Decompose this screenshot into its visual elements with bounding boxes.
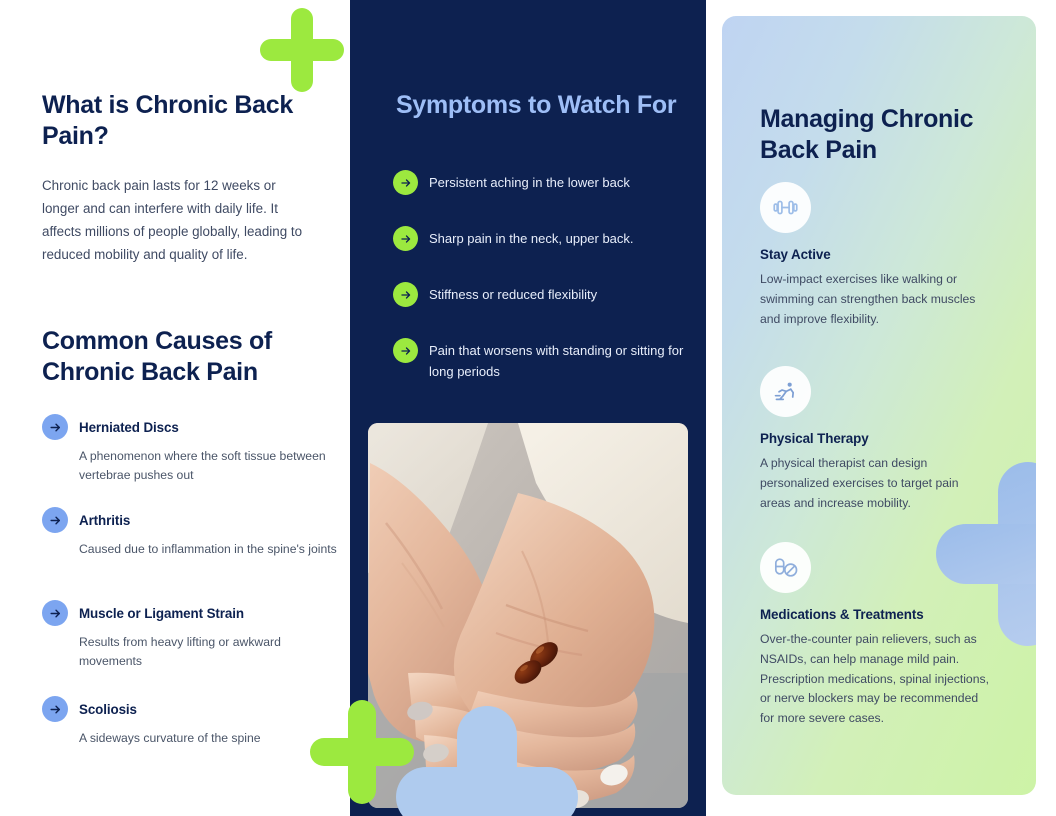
hands-holding-pills-photo [368, 423, 688, 808]
list-item-symptom: Persistent aching in the lower back [393, 170, 693, 195]
section-title-common-causes: Common Causes of Chronic Back Pain [42, 327, 272, 386]
cause-header: Muscle or Ligament Strain [42, 600, 332, 626]
plus-icon [260, 8, 344, 92]
arrow-right-icon [42, 600, 68, 626]
tip-description: Low-impact exercises like walking or swi… [760, 272, 976, 326]
dumbbell-icon [760, 182, 811, 233]
tip-description: Over-the-counter pain relievers, such as… [760, 632, 989, 726]
tip-title: Physical Therapy [760, 431, 869, 446]
list-item-symptom: Stiffness or reduced flexibility [393, 282, 693, 307]
plus-horizontal-bar [310, 738, 414, 766]
cause-title: Muscle or Ligament Strain [79, 605, 244, 621]
cause-description: Results from heavy lifting or awkward mo… [79, 635, 281, 668]
right-column-card: Managing Chronic Back Pain Stay Active L… [722, 16, 1036, 795]
cause-description: A sideways curvature of the spine [79, 731, 261, 745]
middle-column: Symptoms to Watch For Persistent aching … [350, 0, 706, 816]
symptom-text: Stiffness or reduced flexibility [429, 287, 598, 302]
symptom-text: Persistent aching in the lower back [429, 175, 630, 190]
cause-header: Scoliosis [42, 696, 332, 722]
cause-header: Arthritis [42, 507, 332, 533]
pills-icon [760, 542, 811, 593]
symptom-text: Pain that worsens with standing or sitti… [429, 343, 684, 380]
arrow-right-icon [42, 414, 68, 440]
cause-title: Arthritis [79, 512, 131, 528]
plus-horizontal-bar [396, 767, 578, 816]
cause-header: Herniated Discs [42, 414, 332, 440]
plus-horizontal-bar [260, 39, 344, 61]
tip-title: Medications & Treatments [760, 607, 924, 622]
list-item-cause: Herniated Discs A phenomenon where the s… [42, 414, 332, 484]
list-item-tip: Medications & Treatments Over-the-counte… [760, 542, 992, 729]
arrow-right-icon [393, 338, 418, 363]
arrow-right-icon [42, 696, 68, 722]
list-item-symptom: Sharp pain in the neck, upper back. [393, 226, 693, 251]
arrow-right-icon [42, 507, 68, 533]
cause-description: A phenomenon where the soft tissue betwe… [79, 449, 326, 482]
arrow-right-icon [393, 282, 418, 307]
symptom-text: Sharp pain in the neck, upper back. [429, 231, 634, 246]
cause-description: Caused due to inflammation in the spine'… [79, 542, 337, 556]
list-item-cause: Scoliosis A sideways curvature of the sp… [42, 696, 332, 748]
left-column: What is Chronic Back Pain? Chronic back … [0, 0, 350, 816]
list-item-cause: Muscle or Ligament Strain Results from h… [42, 600, 332, 670]
cause-title: Scoliosis [79, 701, 137, 717]
intro-paragraph: Chronic back pain lasts for 12 weeks or … [42, 178, 303, 263]
tip-description: A physical therapist can design personal… [760, 456, 959, 510]
arrow-right-icon [393, 226, 418, 251]
plus-icon [310, 700, 414, 804]
list-item-tip: Stay Active Low-impact exercises like wa… [760, 182, 992, 329]
list-item-symptom: Pain that worsens with standing or sitti… [393, 338, 693, 382]
plus-horizontal-bar [936, 524, 1036, 584]
cause-title: Herniated Discs [79, 419, 179, 435]
running-person-icon [760, 366, 811, 417]
section-title-symptoms-to-watch-for: Symptoms to Watch For [396, 91, 677, 119]
page-title-what-is-chronic-back-pain: What is Chronic Back Pain? [42, 91, 293, 150]
arrow-right-icon [393, 170, 418, 195]
list-item-tip: Physical Therapy A physical therapist ca… [760, 366, 992, 513]
plus-icon [396, 706, 578, 816]
tip-title: Stay Active [760, 247, 831, 262]
section-title-managing-chronic-back-pain: Managing Chronic Back Pain [760, 105, 974, 164]
plus-icon [936, 462, 1036, 646]
list-item-cause: Arthritis Caused due to inflammation in … [42, 507, 337, 559]
